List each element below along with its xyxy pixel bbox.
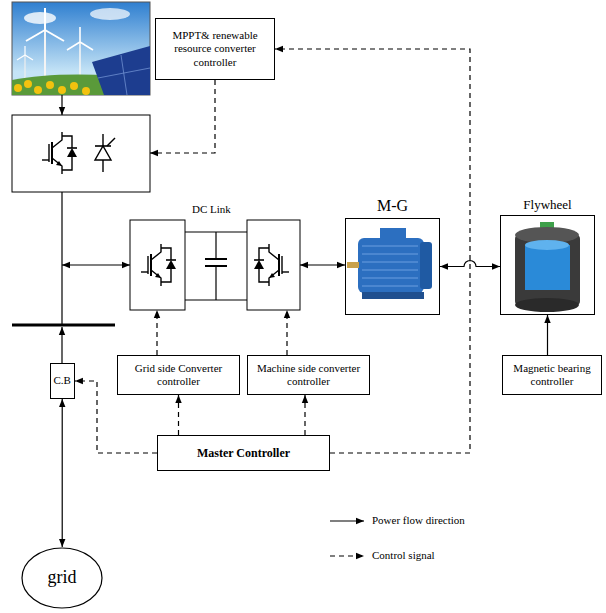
power-line <box>62 264 130 265</box>
dc-link <box>205 258 227 260</box>
bus-bar <box>12 324 115 327</box>
motor-illustration <box>358 238 424 293</box>
renewable-illustration <box>70 82 78 90</box>
renewable-illustration <box>24 46 25 55</box>
flywheel-box: Flywheel <box>500 215 595 315</box>
power-line <box>300 264 345 265</box>
renewable-illustration <box>17 55 25 60</box>
motor-illustration <box>362 292 424 299</box>
motor-illustration <box>347 262 359 268</box>
renewable-illustration <box>90 8 130 20</box>
control-signal-line <box>150 80 215 153</box>
circuit-breaker-box: C.B <box>50 363 75 399</box>
grid-side-converter <box>141 244 176 286</box>
dc-link <box>215 232 216 259</box>
control-signal-line <box>150 80 287 355</box>
dc-link <box>215 266 216 300</box>
motor-illustration <box>362 278 418 279</box>
box-label: Grid side Converter controller <box>122 362 235 388</box>
flywheel-illustration <box>515 222 580 312</box>
renewable-illustration <box>25 55 33 60</box>
renewable-illustration <box>79 27 81 42</box>
controller-box: MPPT& renewable resource converter contr… <box>155 18 275 80</box>
dc-link <box>185 232 247 300</box>
renewable-illustration <box>24 12 56 24</box>
renewable-illustration <box>46 81 54 89</box>
renewable-illustration <box>121 55 127 95</box>
motor-illustration <box>362 270 418 271</box>
power-line <box>62 95 345 363</box>
renewable-illustration <box>82 87 90 95</box>
motor-illustration <box>347 228 432 299</box>
power-line <box>61 95 62 115</box>
flywheel-illustration <box>515 298 579 312</box>
renewable-illustration <box>12 2 150 95</box>
motor-illustration <box>362 246 418 247</box>
component-heading: M-G <box>346 196 439 215</box>
legend-text: Control signal <box>372 549 435 562</box>
motor-generator-box: M-G <box>345 218 440 315</box>
box-label: Master Controller <box>197 446 290 460</box>
renewable-converter <box>102 160 103 172</box>
renewable-converter <box>107 138 115 146</box>
renewable-converter <box>95 146 111 160</box>
renewable-illustration <box>24 80 32 88</box>
box-label: MPPT& renewable resource converter contr… <box>160 29 270 69</box>
renewable-illustration <box>92 46 150 95</box>
renewable-converter <box>12 115 150 192</box>
box-label: C.B <box>54 374 71 387</box>
legend-sample <box>330 555 364 556</box>
power-line <box>61 192 62 325</box>
renewable-illustration <box>45 30 64 41</box>
renewable-illustration <box>67 42 80 50</box>
control-signal-arrow <box>178 395 179 435</box>
renewable-converter <box>102 134 103 146</box>
component-heading: Flywheel <box>501 197 594 213</box>
renewable-illustration <box>14 84 22 92</box>
power-line <box>61 327 62 363</box>
power-flow-arrow <box>547 315 548 355</box>
machine-side-converter <box>254 244 289 286</box>
flywheel-illustration <box>515 235 580 305</box>
controller-box: Machine side converter controller <box>247 355 370 395</box>
motor-illustration <box>362 254 418 255</box>
renewable-converter <box>12 115 150 192</box>
renewable-illustration <box>12 2 150 95</box>
flywheel-illustration <box>525 240 569 250</box>
renewable-converter <box>42 132 77 174</box>
master-controller-box: Master Controller <box>157 435 330 471</box>
renewable-illustration <box>26 30 45 41</box>
legend-text: Power flow direction <box>372 514 465 527</box>
renewable-illustration <box>44 8 46 30</box>
machine-side-converter <box>247 220 300 310</box>
controller-box: Grid side Converter controller <box>117 355 240 395</box>
box-label: Machine side converter controller <box>252 362 365 388</box>
renewable-illustration <box>80 42 93 50</box>
renewable-illustration <box>58 86 66 94</box>
control-signal-line <box>156 310 157 355</box>
grid-side-converter <box>130 220 185 310</box>
part-label: DC Link <box>192 203 231 216</box>
controller-box: Magnetic bearing controller <box>502 355 602 395</box>
machine-side-converter <box>247 220 300 310</box>
motor-illustration <box>420 242 432 289</box>
box-label: grid <box>48 567 77 589</box>
motor-illustration <box>362 286 418 287</box>
box-label: Magnetic bearing controller <box>507 362 597 388</box>
legend-sample <box>330 520 364 521</box>
power-flow-arrow <box>62 399 63 547</box>
renewable-illustration <box>34 86 42 94</box>
bus-bar <box>12 325 115 326</box>
circle-outline <box>22 548 102 608</box>
control-signal-arrow <box>304 395 305 435</box>
flywheel-illustration <box>525 245 570 290</box>
grid-side-converter <box>130 220 185 310</box>
control-signal-line <box>286 310 287 355</box>
motor-illustration <box>362 262 418 263</box>
grid-circle: grid <box>21 547 103 609</box>
